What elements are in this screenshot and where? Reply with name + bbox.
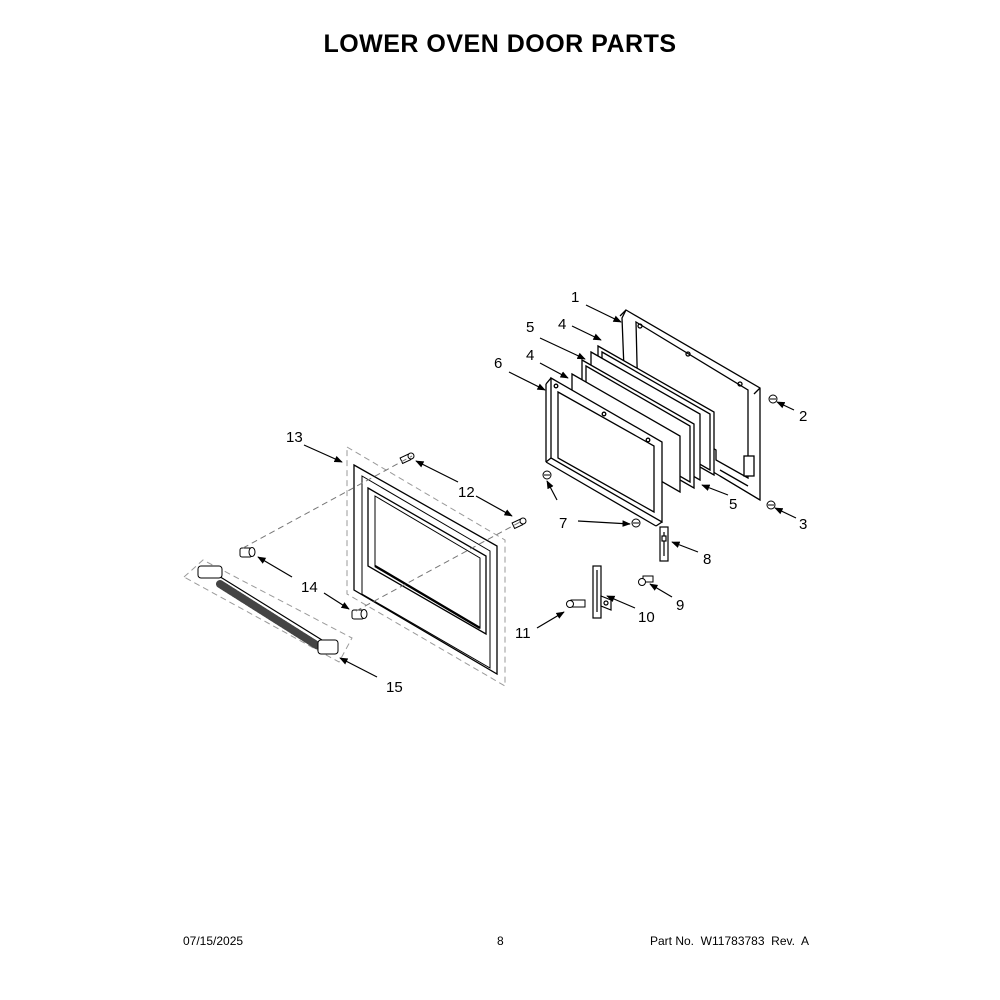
part-11-hinge-bolt: [566, 599, 586, 608]
part-3-screw: [766, 500, 776, 510]
callout-6: 6: [494, 355, 502, 372]
leader-arrows: [257, 304, 797, 678]
callout-7: 7: [559, 515, 567, 532]
part-6-glass-frame: [545, 376, 663, 527]
callout-1: 1: [571, 289, 579, 306]
part-14-handle-mounts: [239, 547, 368, 620]
callout-5-upper: 5: [526, 319, 534, 336]
callout-10: 10: [638, 609, 655, 626]
footer-part-number: Part No. W11783783 Rev. A: [650, 934, 809, 948]
footer-date: 07/15/2025: [183, 934, 244, 948]
callout-4-upper: 4: [558, 316, 566, 333]
part-13-outer-door-panel: [346, 446, 506, 687]
callout-8: 8: [703, 551, 711, 568]
callout-9: 9: [676, 597, 684, 614]
page-title: LOWER OVEN DOOR PARTS: [323, 30, 677, 58]
alignment-lines: [242, 455, 521, 612]
footer-page-number: 8: [497, 934, 504, 948]
part-8-hinge-bracket: [659, 526, 669, 562]
part-2-screw: [768, 394, 778, 404]
callout-2: 2: [799, 408, 807, 425]
callout-15: 15: [386, 679, 403, 696]
callout-11: 11: [515, 625, 531, 642]
part-15-door-handle: [183, 559, 353, 663]
part-7-screws: [542, 470, 641, 528]
callout-3: 3: [799, 516, 807, 533]
callout-4-lower: 4: [526, 347, 534, 364]
part-9-screw: [638, 575, 654, 586]
callout-13: 13: [286, 429, 303, 446]
callout-5-lower: 5: [729, 496, 737, 513]
part-10-hinge: [592, 565, 612, 619]
callout-14: 14: [301, 579, 318, 596]
callout-12: 12: [458, 484, 475, 501]
